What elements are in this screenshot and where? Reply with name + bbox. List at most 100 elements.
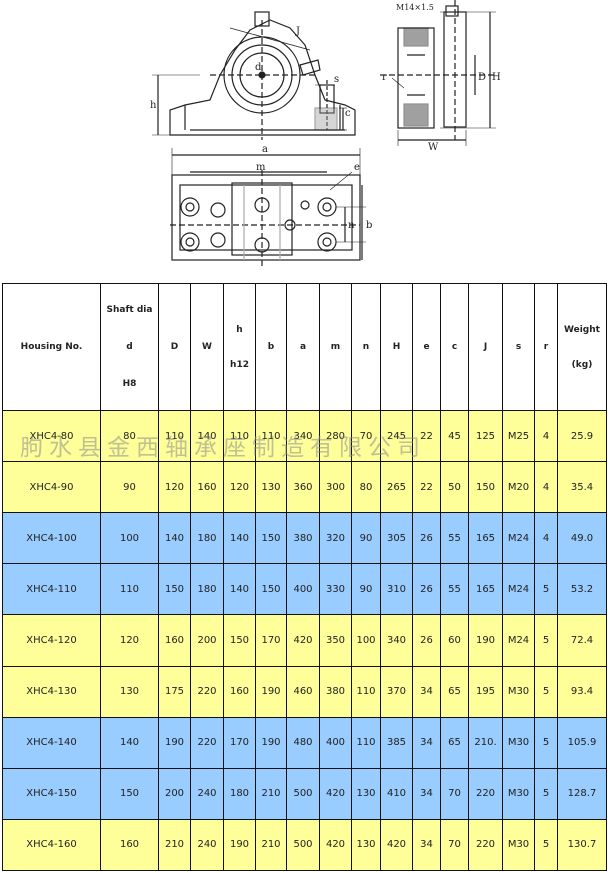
cell-m: 280 (319, 409, 352, 463)
cell-W: 180 (190, 512, 224, 565)
cell-a: 400 (286, 563, 320, 616)
cell-d: 80 (100, 409, 159, 463)
cell-D: 120 (158, 461, 191, 514)
cell-m: 420 (319, 767, 352, 820)
cell-housing: XHC4-140 (2, 716, 101, 769)
cell-n: 90 (351, 512, 381, 565)
cell-housing: XHC4-90 (2, 461, 101, 514)
cell-weight: 49.0 (557, 512, 607, 565)
cell-n: 70 (351, 409, 381, 463)
cell-H: 385 (380, 716, 413, 769)
cell-W: 160 (190, 461, 224, 514)
cell-J: 125 (468, 409, 503, 463)
label-M14: M14×1.5 (396, 3, 434, 12)
cell-housing: XHC4-130 (2, 665, 101, 718)
cell-e: 34 (412, 818, 441, 872)
cell-W: 240 (190, 818, 224, 872)
cell-n: 80 (351, 461, 381, 514)
cell-c: 45 (440, 409, 469, 463)
cell-D: 160 (158, 614, 191, 667)
cell-housing: XHC4-100 (2, 512, 101, 565)
cell-b: 150 (255, 512, 287, 565)
cell-housing: XHC4-120 (2, 614, 101, 667)
cell-b: 150 (255, 563, 287, 616)
header-h: h h12 (223, 283, 256, 411)
cell-h: 180 (223, 767, 256, 820)
cell-c: 55 (440, 563, 469, 616)
technical-drawing: d h J s c a m e n b M14×1.5 r D H W (0, 0, 608, 282)
cell-b: 210 (255, 818, 287, 872)
cell-d: 110 (100, 563, 159, 616)
cell-J: 195 (468, 665, 503, 718)
grease-nipple (254, 11, 270, 27)
header-a: a (286, 283, 320, 411)
cell-d: 90 (100, 461, 159, 514)
cell-D: 110 (158, 409, 191, 463)
cell-D: 210 (158, 818, 191, 872)
header-shaft-line1: Shaft dia (106, 305, 153, 316)
header-W: W (190, 283, 224, 411)
header-m: m (319, 283, 352, 411)
cell-h: 110 (223, 409, 256, 463)
cell-H: 420 (380, 818, 413, 872)
cell-r: 5 (534, 665, 558, 718)
cell-s: M24 (502, 563, 535, 616)
label-e: e (354, 162, 360, 173)
header-H: H (380, 283, 413, 411)
cell-weight: 130.7 (557, 818, 607, 872)
cell-weight: 53.2 (557, 563, 607, 616)
header-r: r (534, 283, 558, 411)
cell-s: M24 (502, 614, 535, 667)
cell-J: 210. (468, 716, 503, 769)
header-shaft-line2: d (126, 341, 133, 352)
header-n: n (351, 283, 381, 411)
cell-c: 60 (440, 614, 469, 667)
cell-e: 22 (412, 409, 441, 463)
cell-m: 320 (319, 512, 352, 565)
cell-n: 130 (351, 818, 381, 872)
header-h-line2: h12 (230, 359, 249, 370)
cell-J: 220 (468, 767, 503, 820)
header-weight-line2: (kg) (571, 359, 593, 370)
label-d: d (255, 62, 262, 73)
cell-e: 26 (412, 512, 441, 565)
label-b: b (366, 220, 372, 231)
cell-n: 90 (351, 563, 381, 616)
cell-r: 5 (534, 818, 558, 872)
header-c: c (440, 283, 469, 411)
cell-D: 190 (158, 716, 191, 769)
cell-housing: XHC4-150 (2, 767, 101, 820)
front-side-lug (299, 59, 321, 76)
label-s: s (334, 74, 339, 85)
header-J: J (468, 283, 503, 411)
cell-a: 480 (286, 716, 320, 769)
cell-s: M24 (502, 512, 535, 565)
cell-b: 190 (255, 665, 287, 718)
cell-b: 110 (255, 409, 287, 463)
header-s: s (502, 283, 535, 411)
front-view-outline (169, 19, 356, 136)
cell-s: M30 (502, 767, 535, 820)
cell-e: 26 (412, 563, 441, 616)
cell-H: 340 (380, 614, 413, 667)
cell-W: 240 (190, 767, 224, 820)
cell-W: 220 (190, 665, 224, 718)
cell-d: 140 (100, 716, 159, 769)
cell-J: 220 (468, 818, 503, 872)
header-weight-line1: Weight (564, 324, 600, 335)
cell-c: 70 (440, 767, 469, 820)
label-J: J (295, 26, 300, 37)
cell-H: 310 (380, 563, 413, 616)
cell-J: 165 (468, 512, 503, 565)
cell-n: 100 (351, 614, 381, 667)
cell-m: 330 (319, 563, 352, 616)
cell-D: 200 (158, 767, 191, 820)
label-a: a (262, 144, 268, 155)
header-weight: Weight (kg) (557, 283, 607, 411)
